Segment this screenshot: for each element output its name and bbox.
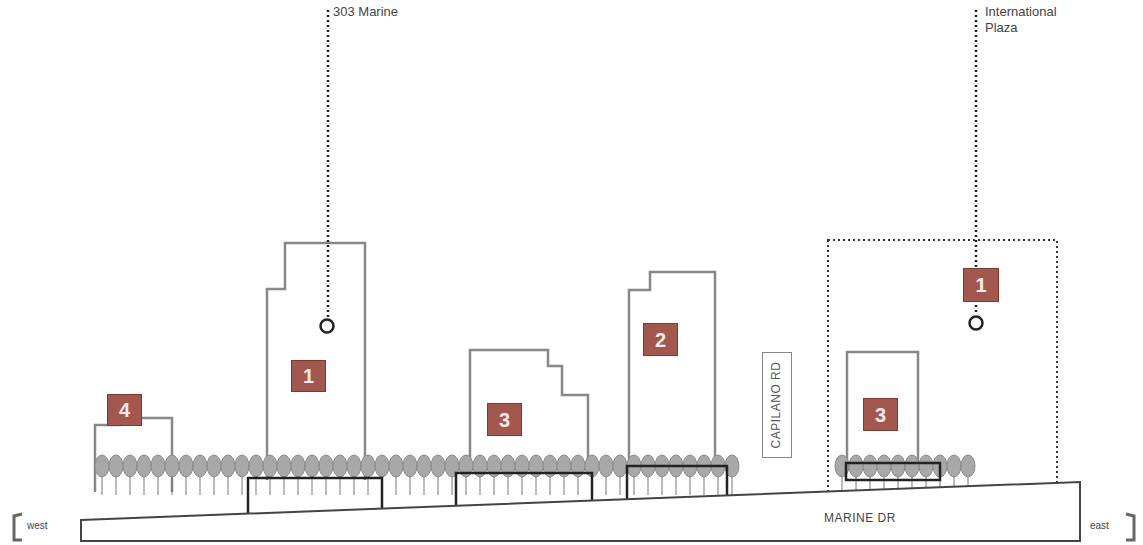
building-outline: [470, 350, 588, 474]
callout-number: 1: [303, 366, 314, 386]
tree-crown: [109, 455, 123, 477]
tree-crown: [905, 455, 919, 477]
tree-crown: [613, 455, 627, 477]
tree-crown: [263, 455, 277, 477]
leader-lines: [328, 10, 976, 317]
callout-number-box: 1: [291, 360, 326, 392]
tree-crown: [919, 455, 933, 477]
road-band: MARINE DR: [80, 480, 1081, 542]
callout-number: 3: [499, 410, 510, 430]
direction-label: east: [1090, 520, 1109, 533]
tree-crown: [179, 455, 193, 477]
tree-crown: [891, 455, 905, 477]
direction-label: west: [27, 520, 48, 533]
building-outlines: [95, 243, 918, 492]
tree-crown: [249, 455, 263, 477]
road-shape: [80, 480, 1081, 542]
building-outline: [847, 352, 918, 470]
callout-number: 3: [875, 405, 886, 425]
tree-crown: [599, 455, 613, 477]
tree-crown: [361, 455, 375, 477]
tree-crown: [877, 455, 891, 477]
tree-crown: [417, 455, 431, 477]
podium: [846, 463, 940, 480]
site-outline: [828, 240, 1057, 502]
tree-crown: [95, 455, 109, 477]
street-name: CAPILANO RD: [770, 361, 784, 448]
callout-number-box: 1: [963, 268, 999, 302]
building-outline: [629, 272, 715, 468]
callout-label: 303 Marine: [333, 4, 398, 20]
building-outline: [267, 243, 365, 480]
callout-number: 4: [119, 400, 130, 420]
street-label-box: CAPILANO RD: [762, 352, 792, 458]
leader-line: [327, 10, 330, 317]
tree-crown: [193, 455, 207, 477]
tree-crown: [165, 455, 179, 477]
tree-crown: [389, 455, 403, 477]
tree-crown: [431, 455, 445, 477]
callout-number-box: 4: [107, 394, 142, 426]
tree-crown: [305, 455, 319, 477]
tree-crown: [961, 455, 975, 477]
building-outline: [95, 418, 172, 492]
tree-crown: [123, 455, 137, 477]
tree-crown: [137, 455, 151, 477]
tree-crown: [291, 455, 305, 477]
callout-dot: [970, 317, 983, 330]
tree-crown: [277, 455, 291, 477]
tree-crown: [207, 455, 221, 477]
callout-number-box: 3: [863, 398, 898, 431]
tree-crown: [849, 455, 863, 477]
tree-crown: [319, 455, 333, 477]
callout-dot: [321, 320, 334, 333]
end-bracket: [14, 514, 22, 540]
tree-crown: [347, 455, 361, 477]
tree-crown: [221, 455, 235, 477]
tree-crown: [151, 455, 165, 477]
tree-crown: [403, 455, 417, 477]
callout-label: International Plaza: [985, 4, 1075, 37]
end-bracket: [1126, 514, 1134, 540]
callout-number: 2: [655, 330, 666, 350]
tree-crown: [863, 455, 877, 477]
callout-number-box: 3: [487, 403, 522, 436]
tree-crown: [947, 455, 961, 477]
road-outline: [81, 482, 1080, 541]
callout-number-box: 2: [643, 323, 678, 356]
callout-number: 1: [975, 275, 986, 295]
road-name: MARINE DR: [824, 511, 896, 525]
tree-row: [95, 455, 975, 495]
tree-crown: [333, 455, 347, 477]
tree-crown: [375, 455, 389, 477]
tree-crown: [235, 455, 249, 477]
